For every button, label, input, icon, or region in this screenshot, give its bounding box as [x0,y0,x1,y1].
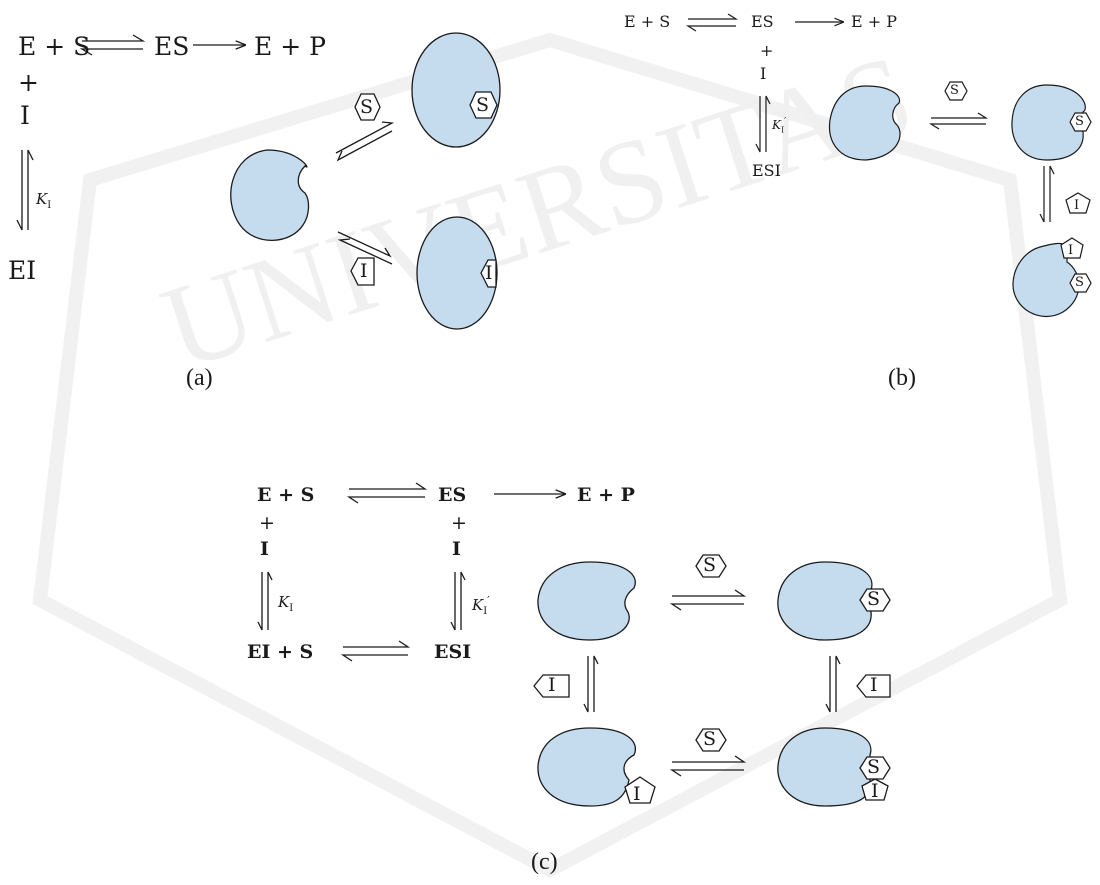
substrate-hexagon-b-complex [1069,273,1092,293]
inhibitor-pentagon-c-bound [624,776,656,804]
inhibitor-letter-c-free-right: I [870,674,878,696]
inhibitor-chevron-a-free [350,257,375,286]
equilibrium-arrow-c-left [583,655,599,713]
inhibitor-pentagon-b-free [1065,192,1091,214]
caption-a: (a) [186,365,213,391]
equilibrium-arrow-c-bottom [669,755,747,777]
equation-c-complex: ES [438,484,467,506]
enzyme-c-substrate [777,561,891,641]
equilibrium-arrow-b-inhibitor [1039,165,1055,223]
constant-label-b: KI′ [772,117,787,135]
constant-label-a: KI [36,190,52,211]
substrate-hexagon-b-free [944,81,968,101]
inhibitor-letter-c-complex: I [871,780,879,802]
plus-sign-a: + [18,68,39,97]
caption-c: (c) [531,849,558,875]
substrate-letter-b-free: S [950,83,959,98]
complex-label-b: ESI [752,161,781,180]
inhibitor-letter-b-free: I [1074,198,1080,213]
equilibrium-arrow-c-es [346,482,428,504]
inhibitor-label-b: I [760,64,767,83]
substrate-hexagon-c-free-top [695,554,727,578]
enzyme-a-free [230,149,310,242]
bottom-right-label-c: ESI [434,641,472,663]
inhibitor-pentagon-b-bound [1060,237,1084,259]
enzyme-b-free [828,85,901,161]
equation-a-complex: ES [154,32,190,61]
plus-sign-c-right: + [451,512,467,534]
inhibitor-pentagon-c-complex [861,778,889,801]
complex-label-a: EI [8,256,37,285]
enzyme-b-substrate [1011,84,1092,161]
equilibrium-arrow-a-lower [337,231,393,265]
inhibitor-label-c-right: I [452,538,461,560]
substrate-hexagon-b-bound [1069,112,1092,132]
equation-a-reactants: E + S [18,32,91,61]
inhibitor-letter-b-bound: I [1068,243,1074,258]
panel-b [685,13,1055,223]
inhibitor-label-c-left: I [260,538,269,560]
inhibitor-letter-a-free: I [360,260,368,282]
enzyme-c-free [537,561,636,641]
equilibrium-arrow-b-es [685,13,739,32]
substrate-hexagon-a-free [354,93,381,121]
substrate-hexagon-a-bound [469,91,498,119]
equilibrium-arrow-c-ki [257,571,273,631]
watermark-shield [32,32,1068,878]
equilibrium-arrow-c-ki-prime [450,571,466,631]
inhibitor-chevron-c-free-right [856,674,891,698]
equilibrium-arrow-b-substrate [928,112,989,130]
inhibitor-chevron-c-free-left [533,674,570,698]
substrate-hexagon-c-complex [859,756,891,780]
constant-label-c-prime: KI′ [472,594,490,617]
equilibrium-arrow-c-right [825,655,841,713]
substrate-letter-c-complex: S [867,756,881,778]
enzyme-b-complex [1012,237,1092,317]
substrate-letter-a-free: S [360,96,374,118]
inhibitor-chevron-a-bound [480,259,497,288]
equilibrium-arrow-a-upper [335,121,395,162]
substrate-letter-c-free-top: S [703,554,717,576]
caption-b: (b) [888,365,916,391]
substrate-letter-c-free-bottom: S [703,728,717,750]
constant-label-c: KI [278,593,294,614]
equation-c-products: E + P [577,484,635,506]
equation-b-complex: ES [751,12,774,31]
panel-a [16,34,395,265]
equation-b-reactants: E + S [624,12,671,31]
panel-c [257,482,841,777]
equation-b-products: E + P [851,12,898,31]
plus-sign-b: + [760,41,774,60]
enzyme-c-complex [777,727,891,807]
equation-a-products: E + P [254,32,326,61]
substrate-letter-c-top-bound: S [867,588,881,610]
equation-c-reactants: E + S [257,484,315,506]
enzyme-a-inhibitor [416,216,498,330]
plus-sign-c-left: + [259,512,275,534]
equilibrium-arrow-c-eis [340,640,411,662]
equilibrium-arrow-a-ki [16,149,34,231]
inhibitor-letter-c-free-left: I [548,674,556,696]
inhibitor-letter-a-bound: I [485,262,493,284]
substrate-hexagon-c-top-bound [859,588,891,612]
substrate-letter-b-bound: S [1075,114,1084,129]
enzyme-a-substrate [411,32,501,148]
substrate-letter-b-complex: S [1075,275,1084,290]
equilibrium-arrow-a-es [79,34,146,56]
inhibitor-letter-c-bound: I [633,783,641,805]
enzyme-c-inhibitor [537,727,656,807]
equilibrium-arrow-c-top [669,589,747,611]
inhibitor-label-a: I [20,101,30,130]
substrate-hexagon-c-free-bottom [695,728,727,752]
equilibrium-arrow-b-ki [755,95,771,153]
substrate-letter-a-bound: S [476,94,490,116]
bottom-left-label-c: EI + S [247,641,314,663]
